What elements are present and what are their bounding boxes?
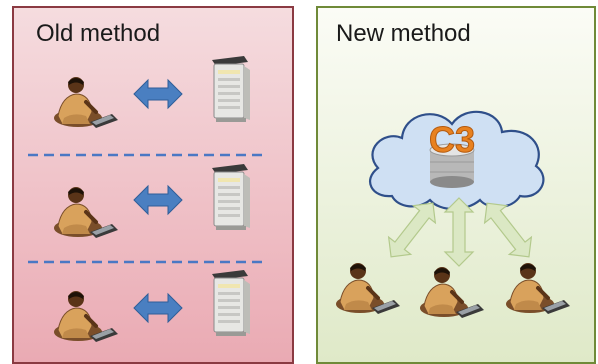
bidirectional-arrow-icon — [133, 185, 183, 215]
c3-logo: C3 — [429, 119, 475, 160]
person-laptop-icon — [504, 261, 572, 316]
old-row-1 — [52, 55, 251, 130]
person-laptop-icon — [334, 261, 402, 316]
person-laptop-icon — [52, 185, 120, 240]
database-icon — [429, 143, 475, 188]
old-method-title: Old method — [36, 20, 161, 47]
old-row-3 — [52, 269, 251, 344]
server-icon — [211, 269, 251, 337]
person-laptop-icon — [52, 289, 120, 344]
bidirectional-arrow-icon — [133, 79, 183, 109]
green-bidirectional-arrow-icon — [444, 197, 474, 267]
server-icon — [211, 163, 251, 231]
bidirectional-arrow-icon — [133, 293, 183, 323]
new-method-title: New method — [336, 20, 471, 47]
person-laptop-icon — [52, 75, 120, 130]
old-row-2 — [52, 163, 251, 240]
server-icon — [211, 55, 251, 123]
person-laptop-icon — [418, 265, 486, 320]
